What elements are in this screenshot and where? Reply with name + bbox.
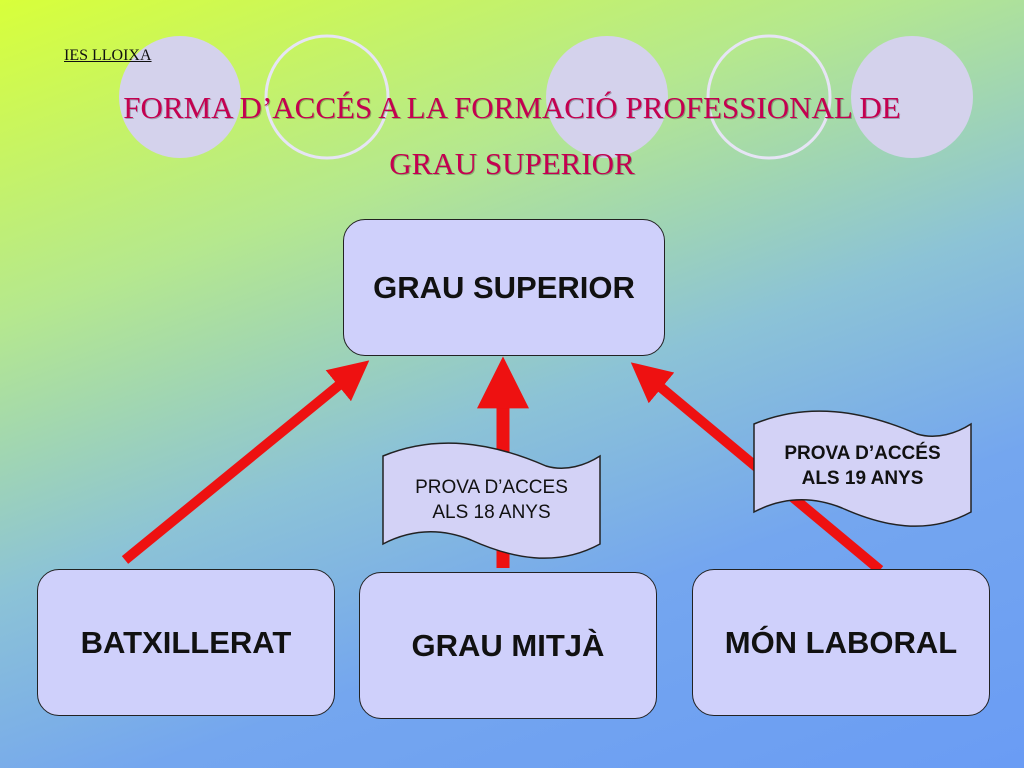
node-grau-superior: GRAU SUPERIOR — [343, 219, 665, 356]
deco-circle-ring — [706, 34, 832, 160]
node-grau-mitja: GRAU MITJÀ — [359, 572, 657, 719]
banner-line-2: ALS 19 ANYS — [801, 468, 924, 489]
banner-line-2: ALS 18 ANYS — [432, 502, 551, 523]
page-title: FORMA D’ACCÉS A LA FORMACIÓ PROFESSIONAL… — [40, 80, 984, 192]
deco-circle-ring — [264, 34, 390, 160]
node-batxillerat: BATXILLERAT — [37, 569, 335, 716]
deco-circle-filled — [119, 36, 241, 158]
banner-line-1: PROVA D’ACCES — [415, 477, 568, 498]
title-line-2: GRAU SUPERIOR — [389, 146, 635, 181]
banner-prova-19: PROVA D’ACCÉS ALS 19 ANYS — [752, 408, 973, 528]
banner-text: PROVA D’ACCÉS ALS 19 ANYS — [752, 441, 973, 491]
arrow-batxillerat-to-superior — [121, 360, 370, 564]
banner-shape — [382, 442, 601, 559]
node-mon-laboral: MÓN LABORAL — [692, 569, 990, 716]
banner-shape — [753, 410, 972, 527]
title-line-1: FORMA D’ACCÉS A LA FORMACIÓ PROFESSIONAL… — [123, 90, 901, 125]
banner-prova-18: PROVA D’ACCES ALS 18 ANYS — [381, 440, 602, 560]
school-name: IES LLOIXA — [64, 47, 152, 64]
banner-line-1: PROVA D’ACCÉS — [784, 443, 941, 464]
banner-text: PROVA D’ACCES ALS 18 ANYS — [381, 475, 602, 525]
deco-circle-filled — [546, 36, 668, 158]
deco-circle-filled — [851, 36, 973, 158]
